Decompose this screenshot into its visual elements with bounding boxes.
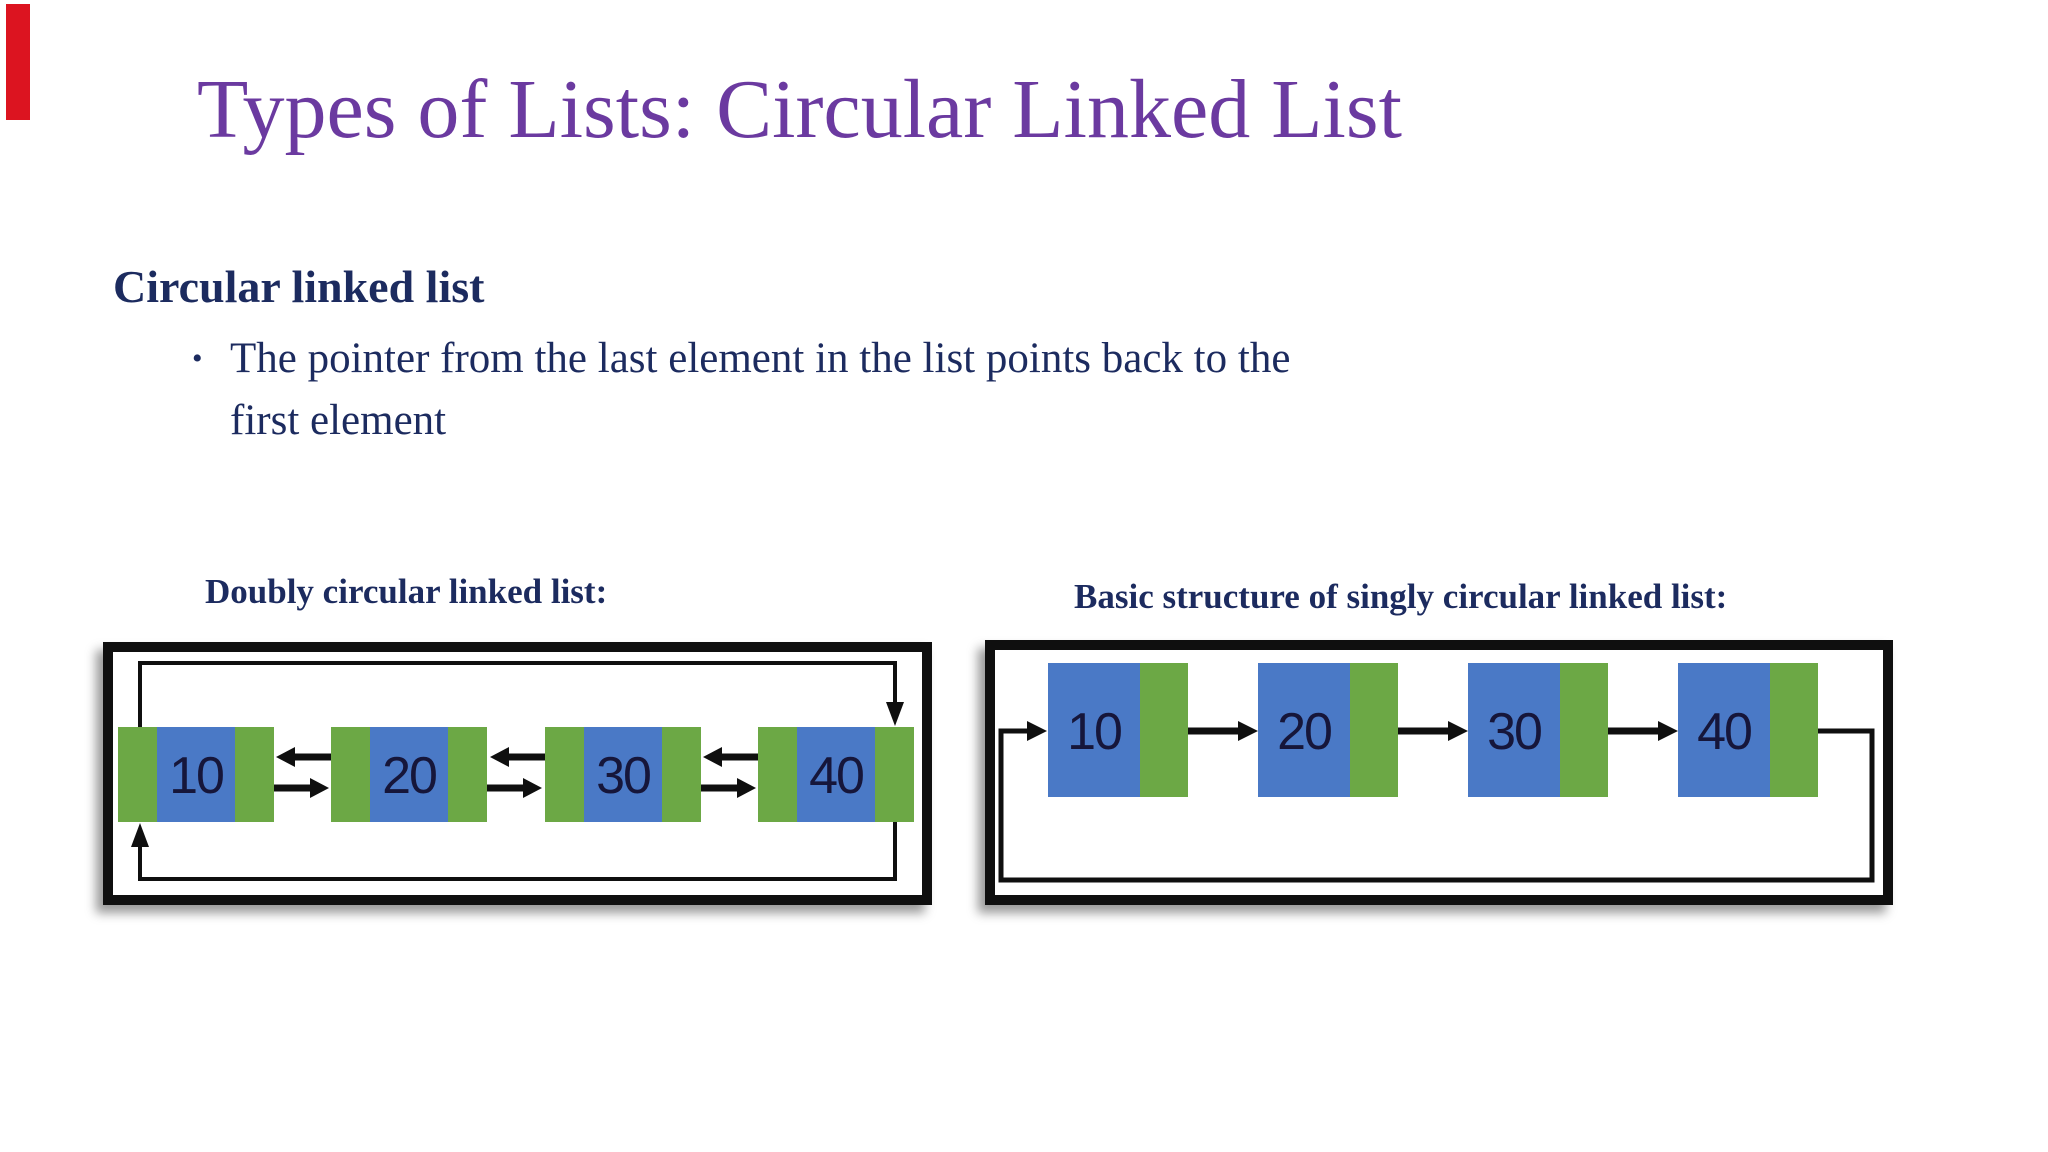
node-value: 40 bbox=[809, 747, 863, 805]
doubly-bottom-loop-pointer bbox=[138, 822, 897, 881]
next-arrow-icon bbox=[1398, 721, 1468, 741]
next-pointer-cell bbox=[662, 727, 701, 822]
section-heading: Circular linked list bbox=[113, 261, 485, 312]
bullet-text: The pointer from the last element in the… bbox=[230, 328, 1290, 453]
node-value: 10 bbox=[1067, 703, 1121, 761]
doubly-top-loop-pointer bbox=[138, 661, 897, 727]
next-arrow-icon bbox=[487, 778, 542, 798]
page-title: Types of Lists: Circular Linked List bbox=[197, 63, 1402, 156]
node-value: 20 bbox=[382, 747, 436, 805]
bullet-marker: • bbox=[192, 342, 203, 375]
next-pointer-cell bbox=[1770, 663, 1818, 797]
next-arrow-icon bbox=[1188, 721, 1258, 741]
bullet-text-line-2: first element bbox=[230, 397, 447, 445]
node-value: 20 bbox=[1277, 703, 1331, 761]
next-pointer-cell bbox=[235, 727, 274, 822]
node-value: 10 bbox=[169, 747, 223, 805]
up-arrow-icon bbox=[131, 823, 149, 847]
data-cell bbox=[584, 727, 662, 822]
singly-loop-pointer bbox=[998, 728, 1875, 883]
next-arrow-icon bbox=[1608, 721, 1678, 741]
data-cell bbox=[1468, 663, 1560, 797]
right-arrow-icon bbox=[1027, 721, 1047, 741]
next-pointer-cell bbox=[1140, 663, 1188, 797]
prev-arrow-icon bbox=[490, 747, 545, 767]
next-pointer-cell bbox=[1350, 663, 1398, 797]
singly-diagram-label: Basic structure of singly circular linke… bbox=[1074, 577, 1728, 616]
down-arrow-icon bbox=[886, 702, 904, 726]
data-cell bbox=[1048, 663, 1140, 797]
next-arrow-icon bbox=[701, 778, 756, 798]
doubly-diagram-label: Doubly circular linked list: bbox=[205, 572, 608, 611]
list-node-10: 10 bbox=[118, 727, 274, 822]
list-node-10: 10 bbox=[1048, 663, 1188, 797]
list-node-40: 40 bbox=[1678, 663, 1818, 797]
list-node-20: 20 bbox=[331, 727, 487, 822]
next-pointer-cell bbox=[1560, 663, 1608, 797]
prev-pointer-cell bbox=[331, 727, 370, 822]
next-pointer-cell bbox=[448, 727, 487, 822]
data-cell bbox=[1678, 663, 1770, 797]
prev-arrow-icon bbox=[276, 747, 331, 767]
node-value: 30 bbox=[1487, 703, 1541, 761]
red-accent-bar bbox=[6, 4, 30, 120]
node-value: 30 bbox=[596, 747, 650, 805]
data-cell bbox=[1258, 663, 1350, 797]
list-node-40: 40 bbox=[758, 727, 914, 822]
data-cell bbox=[797, 727, 875, 822]
data-cell bbox=[370, 727, 448, 822]
data-cell bbox=[157, 727, 235, 822]
list-node-30: 30 bbox=[1468, 663, 1608, 797]
node-value: 40 bbox=[1697, 703, 1751, 761]
singly-diagram: 10 20 30 40 bbox=[985, 640, 1893, 905]
list-node-20: 20 bbox=[1258, 663, 1398, 797]
next-arrow-icon bbox=[274, 778, 329, 798]
doubly-diagram-figure: 10 20 30 40 bbox=[118, 661, 914, 881]
prev-arrow-icon bbox=[703, 747, 758, 767]
bullet-text-line-1: The pointer from the last element in the… bbox=[230, 335, 1291, 382]
prev-pointer-cell bbox=[545, 727, 584, 822]
prev-pointer-cell bbox=[758, 727, 797, 822]
singly-diagram-figure: 10 20 30 40 bbox=[998, 663, 1875, 883]
bullet-item: • The pointer from the last element in t… bbox=[192, 328, 1290, 453]
doubly-diagram: 10 20 30 40 bbox=[103, 642, 932, 905]
next-pointer-cell bbox=[875, 727, 914, 822]
prev-pointer-cell bbox=[118, 727, 157, 822]
list-node-30: 30 bbox=[545, 727, 701, 822]
